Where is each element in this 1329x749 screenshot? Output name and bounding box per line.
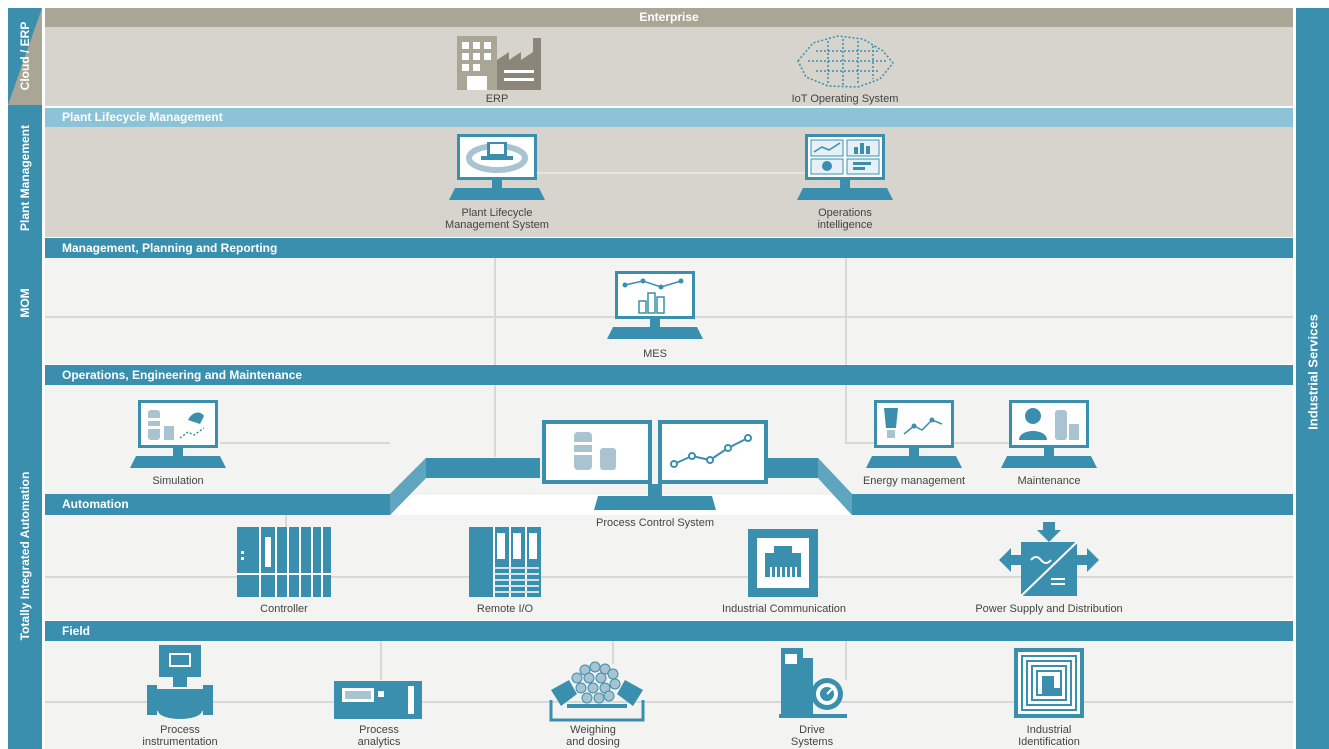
- process-instr-label-line2: instrumentation: [142, 736, 218, 748]
- weighing-label-line1: Weighing: [570, 724, 616, 736]
- energy-label: Energy management: [862, 475, 966, 487]
- maintenance-monitor-icon: [1001, 400, 1097, 468]
- energy-management-monitor-icon: [866, 400, 962, 468]
- weighing-label-line2: and dosing: [566, 736, 620, 748]
- drive-label-line1: Drive: [799, 724, 825, 736]
- ident-label-line2: Identification: [1018, 736, 1080, 748]
- connector-line: [45, 701, 1293, 703]
- iot-label: IoT Operating System: [791, 93, 899, 105]
- mpr-band: Management, Planning and Reporting: [45, 238, 1293, 258]
- erp-label: ERP: [485, 93, 509, 105]
- process-instr-label-line1: Process: [160, 724, 200, 736]
- weighing-label: Weighing and dosing: [566, 724, 620, 748]
- oem-band-label: Operations, Engineering and Maintenance: [62, 368, 303, 382]
- plm-system-monitor-icon: [449, 134, 545, 200]
- ops-intel-label-line1: Operations: [818, 207, 872, 219]
- left-sidebar: [8, 8, 42, 749]
- simulation-label: Simulation: [152, 475, 204, 487]
- controller-icon: [237, 527, 331, 597]
- mes-label: MES: [643, 348, 667, 360]
- ident-label-line1: Industrial: [1026, 724, 1072, 736]
- mpr-band-label: Management, Planning and Reporting: [62, 241, 278, 255]
- plm-band: Plant Lifecycle Management: [45, 108, 1293, 127]
- oem-band: Operations, Engineering and Maintenance: [45, 365, 1293, 385]
- plm-system-label-line2: Management System: [445, 219, 549, 231]
- automation-band-label: Automation: [62, 497, 129, 511]
- maintenance-label: Maintenance: [1017, 475, 1081, 487]
- connector-line: [845, 640, 847, 680]
- industrial-comm-label: Industrial Communication: [721, 603, 847, 615]
- operations-intelligence-monitor-icon: [797, 134, 893, 200]
- drive-label: Drive Systems: [791, 724, 833, 748]
- automation-band: Automation: [45, 494, 390, 514]
- right-sidebar: [1296, 8, 1329, 749]
- power-supply-icon: [999, 522, 1099, 597]
- ops-intel-label-line2: intelligence: [817, 219, 873, 231]
- connector-line: [530, 172, 820, 174]
- industrial-communication-icon: [748, 529, 818, 597]
- field-band: Field: [45, 621, 1293, 641]
- enterprise-band-label: Enterprise: [639, 10, 699, 24]
- power-supply-label: Power Supply and Distribution: [975, 603, 1123, 615]
- enterprise-band: Enterprise: [45, 8, 1293, 27]
- plm-area: [45, 126, 1293, 237]
- tia-label: Totally Integrated Automation: [18, 471, 32, 641]
- connector-line: [45, 576, 1293, 578]
- connector-line: [612, 640, 614, 664]
- field-band-label: Field: [62, 624, 91, 638]
- remote-io-icon: [469, 527, 541, 597]
- connector-line: [380, 640, 382, 680]
- process-analytics-label-line2: analytics: [357, 736, 401, 748]
- erp-icon: [457, 36, 541, 90]
- process-analytics-label: Process analytics: [358, 724, 401, 748]
- plant-management-label: Plant Management: [18, 124, 32, 232]
- drive-systems-icon: [779, 648, 847, 718]
- cloud-erp-tab: [8, 8, 42, 105]
- connector-line: [494, 385, 496, 457]
- field-area: [45, 640, 1293, 749]
- ident-label: Industrial Identification: [1018, 724, 1080, 748]
- connector-line: [494, 258, 496, 385]
- remote-io-label: Remote I/O: [476, 603, 534, 615]
- plm-band-label: Plant Lifecycle Management: [62, 110, 223, 124]
- plm-system-label-line1: Plant Lifecycle: [461, 207, 533, 219]
- drive-label-line2: Systems: [790, 736, 834, 748]
- ops-intel-label: Operations intelligence: [817, 207, 872, 231]
- cloud-erp-label: Cloud / ERP: [18, 21, 32, 91]
- plm-system-label: Plant Lifecycle Management System: [445, 207, 549, 231]
- connector-line: [220, 442, 390, 444]
- enterprise-area: [45, 27, 1293, 106]
- process-analytics-label-line1: Process: [359, 724, 399, 736]
- process-instrumentation-icon: [147, 645, 213, 719]
- industrial-services-label: Industrial Services: [1305, 314, 1321, 430]
- weighing-dosing-icon: [549, 661, 645, 722]
- process-instr-label: Process instrumentation: [142, 724, 217, 748]
- process-analytics-icon: [334, 681, 422, 719]
- process-control-system-icon: [542, 420, 768, 510]
- industrial-identification-icon: [1014, 648, 1084, 718]
- mom-label: MOM: [18, 288, 32, 318]
- controller-label: Controller: [260, 603, 308, 615]
- pcs-label: Process Control System: [596, 517, 714, 529]
- iot-operating-system-icon: [797, 35, 894, 88]
- connector-line: [285, 515, 287, 527]
- simulation-monitor-icon: [130, 400, 226, 468]
- connector-line: [845, 258, 847, 442]
- mes-monitor-icon: [607, 271, 703, 339]
